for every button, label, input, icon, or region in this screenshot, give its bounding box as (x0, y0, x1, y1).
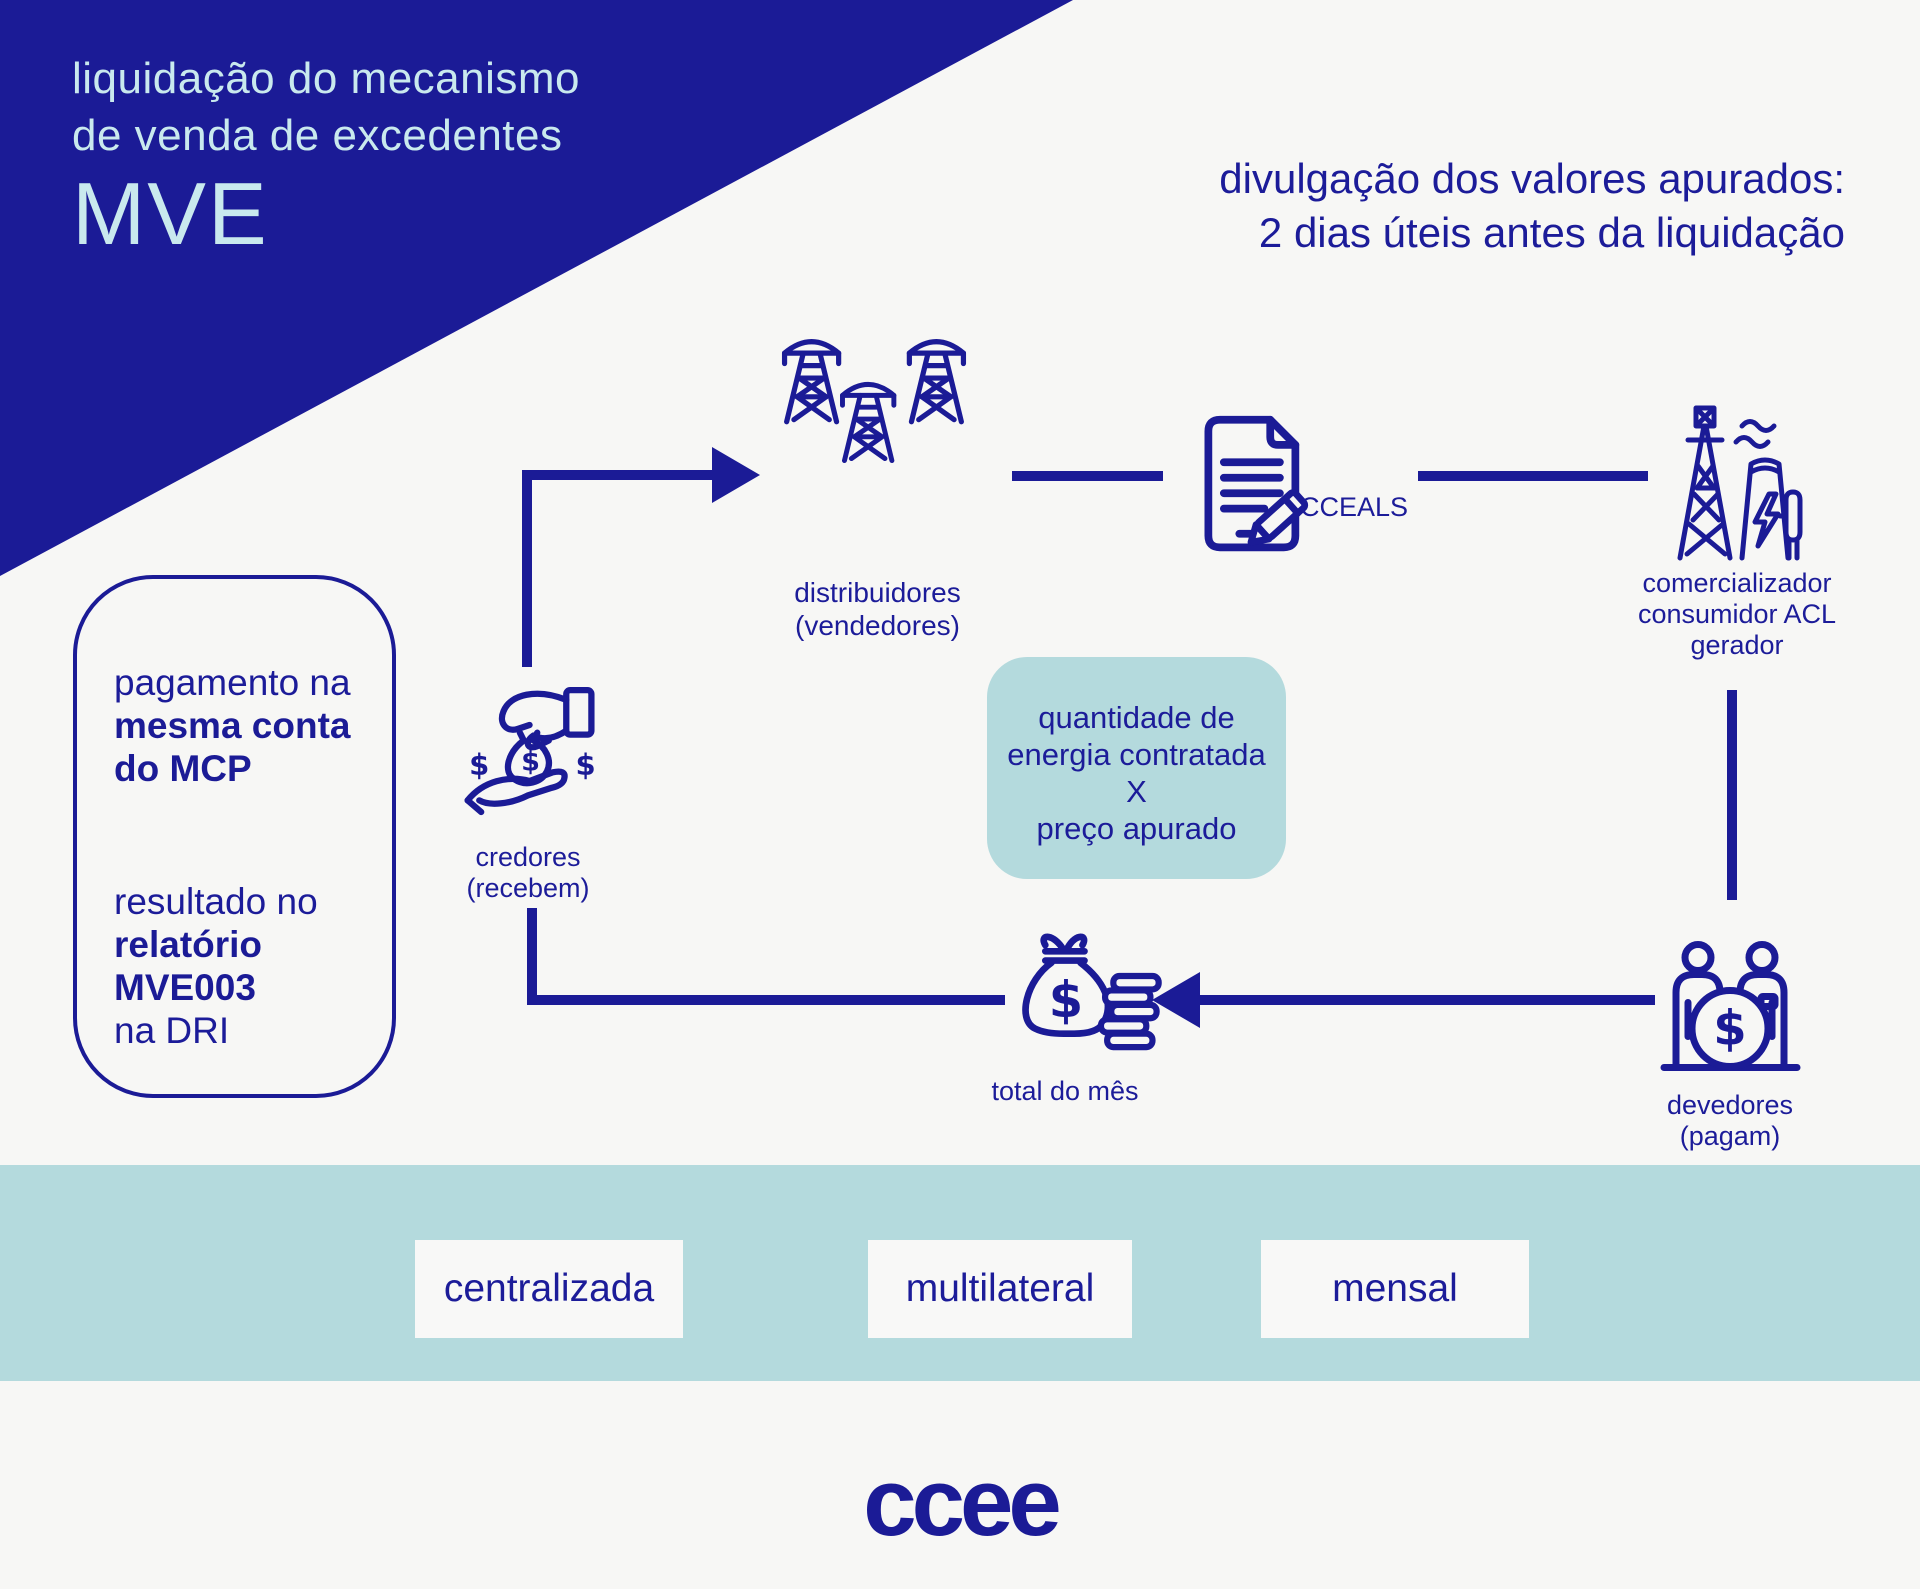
payment-info-box: pagamento na mesma conta do MCP resultad… (73, 575, 396, 1098)
page-title-line1: liquidação do mecanismo (72, 54, 581, 103)
announcement-note: divulgação dos valores apurados: 2 dias … (1219, 152, 1845, 260)
payment-note: pagamento na mesma conta do MCP (114, 661, 372, 790)
arrowhead-right-icon (712, 447, 760, 503)
tag-centralizada: centralizada (415, 1240, 683, 1338)
payment-note-bold: mesma conta do MCP (114, 705, 351, 789)
cceals-label: CCEALS (1300, 492, 1409, 522)
comercializador-label: comercializador consumidor ACL gerador (1637, 568, 1837, 660)
page-title: liquidação do mecanismo de venda de exce… (72, 50, 580, 164)
svg-text:$: $ (1713, 1001, 1746, 1057)
announcement-line2: 2 dias úteis antes da liquidação (1258, 209, 1845, 256)
page-title-line2: de venda de excedentes (72, 111, 563, 160)
svg-text:$: $ (521, 746, 540, 777)
total-do-mes-label: total do mês (991, 1076, 1139, 1106)
distribuidores-label: distribuidores (vendedores) (794, 577, 961, 641)
svg-text:$: $ (576, 748, 596, 782)
announcement-line1: divulgação dos valores apurados: (1219, 155, 1845, 202)
ccee-logo: ccee (863, 1449, 1062, 1556)
arrowhead-left-icon (1152, 972, 1200, 1028)
tag-mensal: mensal (1261, 1240, 1529, 1338)
contract-document-pencil-icon (1190, 412, 1335, 557)
report-note: resultado no relatório MVE003 na DRI (114, 880, 372, 1052)
page-acronym: MVE (72, 164, 269, 263)
report-note-bold: relatório MVE003 (114, 924, 263, 1008)
hand-receiving-money-icon: $ $ $ (458, 678, 603, 828)
tag-multilateral: multilateral (868, 1240, 1132, 1338)
money-bag-coins-icon: $ (1000, 930, 1170, 1055)
payers-dollar-icon: $ (1658, 928, 1803, 1088)
power-plant-icon (1652, 396, 1807, 566)
devedores-label: devedores (pagam) (1666, 1090, 1794, 1151)
credores-label: credores (recebem) (466, 842, 590, 903)
formula-box: quantidade de energia contratada X preço… (987, 657, 1286, 879)
transmission-towers-icon (768, 324, 980, 480)
svg-text:$: $ (469, 748, 489, 782)
svg-text:$: $ (1049, 971, 1083, 1029)
